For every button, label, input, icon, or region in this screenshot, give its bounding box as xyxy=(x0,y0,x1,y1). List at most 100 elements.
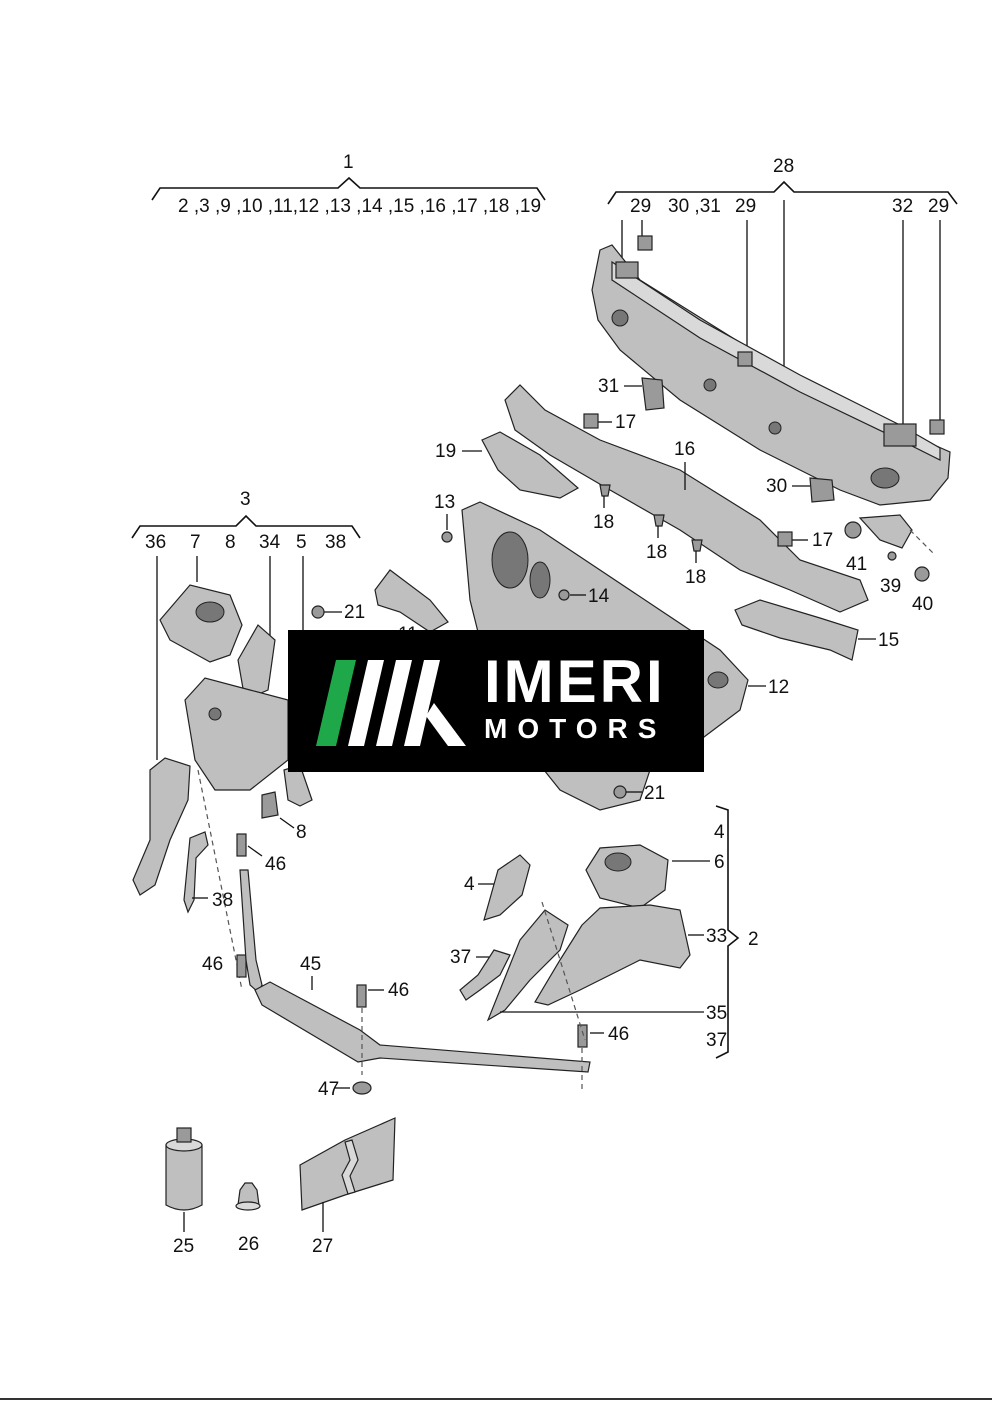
label-33: 33 xyxy=(706,926,727,947)
logo-text-imeri: IMERI xyxy=(484,648,666,715)
lead-8 xyxy=(279,817,295,829)
wheelhouse-3-hole xyxy=(208,707,222,721)
label-17a: 17 xyxy=(615,412,636,433)
clip-17a xyxy=(583,413,599,429)
label-27: 27 xyxy=(312,1236,333,1257)
strut-mount-7 xyxy=(159,584,243,663)
bracket-15 xyxy=(734,599,859,661)
label-4b: 4 xyxy=(464,874,475,895)
clip-29e xyxy=(929,419,945,435)
label-15: 15 xyxy=(878,630,899,651)
label-3-b: 7 xyxy=(190,532,201,553)
cowl-hole-4 xyxy=(870,467,900,489)
bracket-37 xyxy=(459,949,511,1001)
bracket-8 xyxy=(261,791,279,819)
label-28-a: 29 xyxy=(630,196,651,217)
clip-18c xyxy=(691,539,703,552)
cowl-hole-3 xyxy=(768,421,782,435)
label-37a: 37 xyxy=(450,947,471,968)
bracket-30 xyxy=(809,477,835,503)
sealant-cartridge-25-nozzle xyxy=(176,1127,192,1143)
strut-mount-7-hole xyxy=(195,601,225,623)
bracket-11 xyxy=(374,569,449,633)
label-46d: 46 xyxy=(608,1024,629,1045)
bolt-46c xyxy=(356,984,367,1008)
clip-18b xyxy=(653,514,665,527)
bolt-46b xyxy=(236,954,247,978)
crossmember-16 xyxy=(504,384,869,613)
logo-text-motors: MOTORS xyxy=(484,713,667,744)
logo-stripe-1 xyxy=(348,660,384,746)
bolt-46a xyxy=(236,833,247,857)
bulkhead-hole-2 xyxy=(529,561,551,599)
clip-29c xyxy=(737,351,753,367)
label-3-e: 5 xyxy=(296,532,307,553)
label-12: 12 xyxy=(768,677,789,698)
clip-29b xyxy=(615,261,639,279)
label-28-b: 30 ,31 xyxy=(668,196,721,217)
rail-36 xyxy=(132,757,191,896)
wheelhouse-3 xyxy=(184,677,289,791)
screw-14 xyxy=(558,589,570,601)
bulkhead-hole-1 xyxy=(491,531,529,589)
label-3-f: 38 xyxy=(325,532,346,553)
label-4a: 4 xyxy=(714,822,725,843)
bracket-32 xyxy=(883,423,917,447)
label-18b: 18 xyxy=(646,542,667,563)
cowl-hole-1 xyxy=(611,309,629,327)
bolt-39 xyxy=(887,551,897,561)
clip-18a xyxy=(599,484,611,497)
label-40: 40 xyxy=(912,594,933,615)
label-46c: 46 xyxy=(388,980,409,1001)
brace-1 xyxy=(151,176,546,201)
brace-3 xyxy=(131,514,361,539)
clip-29a xyxy=(637,235,653,251)
label-30: 30 xyxy=(766,476,787,497)
dash-36 xyxy=(197,769,243,991)
watermark-logo: IMERI MOTORS xyxy=(288,630,704,772)
plug-26-base xyxy=(235,1201,261,1211)
panel-4 xyxy=(483,854,531,921)
logo-stripes-icon xyxy=(316,660,466,746)
label-14: 14 xyxy=(588,586,610,607)
damping-mat-27-break xyxy=(341,1139,359,1195)
logo-stripe-k xyxy=(426,703,466,746)
label-3-a: 36 xyxy=(145,532,166,553)
label-28-c: 29 xyxy=(735,196,756,217)
strut-mount-6 xyxy=(585,844,669,909)
bracket-31 xyxy=(641,377,665,411)
screw-13 xyxy=(441,531,453,543)
label-8: 8 xyxy=(296,822,307,843)
label-3: 3 xyxy=(240,489,251,510)
nut-40 xyxy=(914,566,930,582)
label-26: 26 xyxy=(238,1234,259,1255)
bracket-39 xyxy=(858,514,913,549)
label-38: 38 xyxy=(212,890,233,911)
cowl-hole-2 xyxy=(703,378,717,392)
label-25: 25 xyxy=(173,1236,194,1257)
brace-28 xyxy=(607,180,958,205)
washer-47 xyxy=(352,1081,372,1095)
label-3-c: 8 xyxy=(225,532,236,553)
strut-brace-45 xyxy=(254,981,591,1073)
label-18a: 18 xyxy=(593,512,614,533)
label-28: 28 xyxy=(773,156,794,177)
bolt-46d xyxy=(577,1024,588,1048)
label-3-d: 34 xyxy=(259,532,281,553)
label-37b: 37 xyxy=(706,1030,727,1051)
label-6: 6 xyxy=(714,852,725,873)
label-35: 35 xyxy=(706,1003,727,1024)
rail-35 xyxy=(486,909,569,1022)
label-1-sub: 2 ,3 ,9 ,10 ,11,12 ,13 ,14 ,15 ,16 ,17 ,… xyxy=(178,196,541,217)
dash-39-40 xyxy=(909,529,936,556)
label-13: 13 xyxy=(434,492,455,513)
label-45: 45 xyxy=(300,954,321,975)
label-47: 47 xyxy=(318,1079,339,1100)
label-19: 19 xyxy=(435,441,456,462)
clip-17b xyxy=(777,531,793,547)
label-39: 39 xyxy=(880,576,901,597)
label-2: 2 xyxy=(748,929,759,950)
cowl-panel-ridge xyxy=(611,260,941,461)
logo-stripe-green xyxy=(316,660,356,746)
label-21b: 21 xyxy=(644,783,665,804)
